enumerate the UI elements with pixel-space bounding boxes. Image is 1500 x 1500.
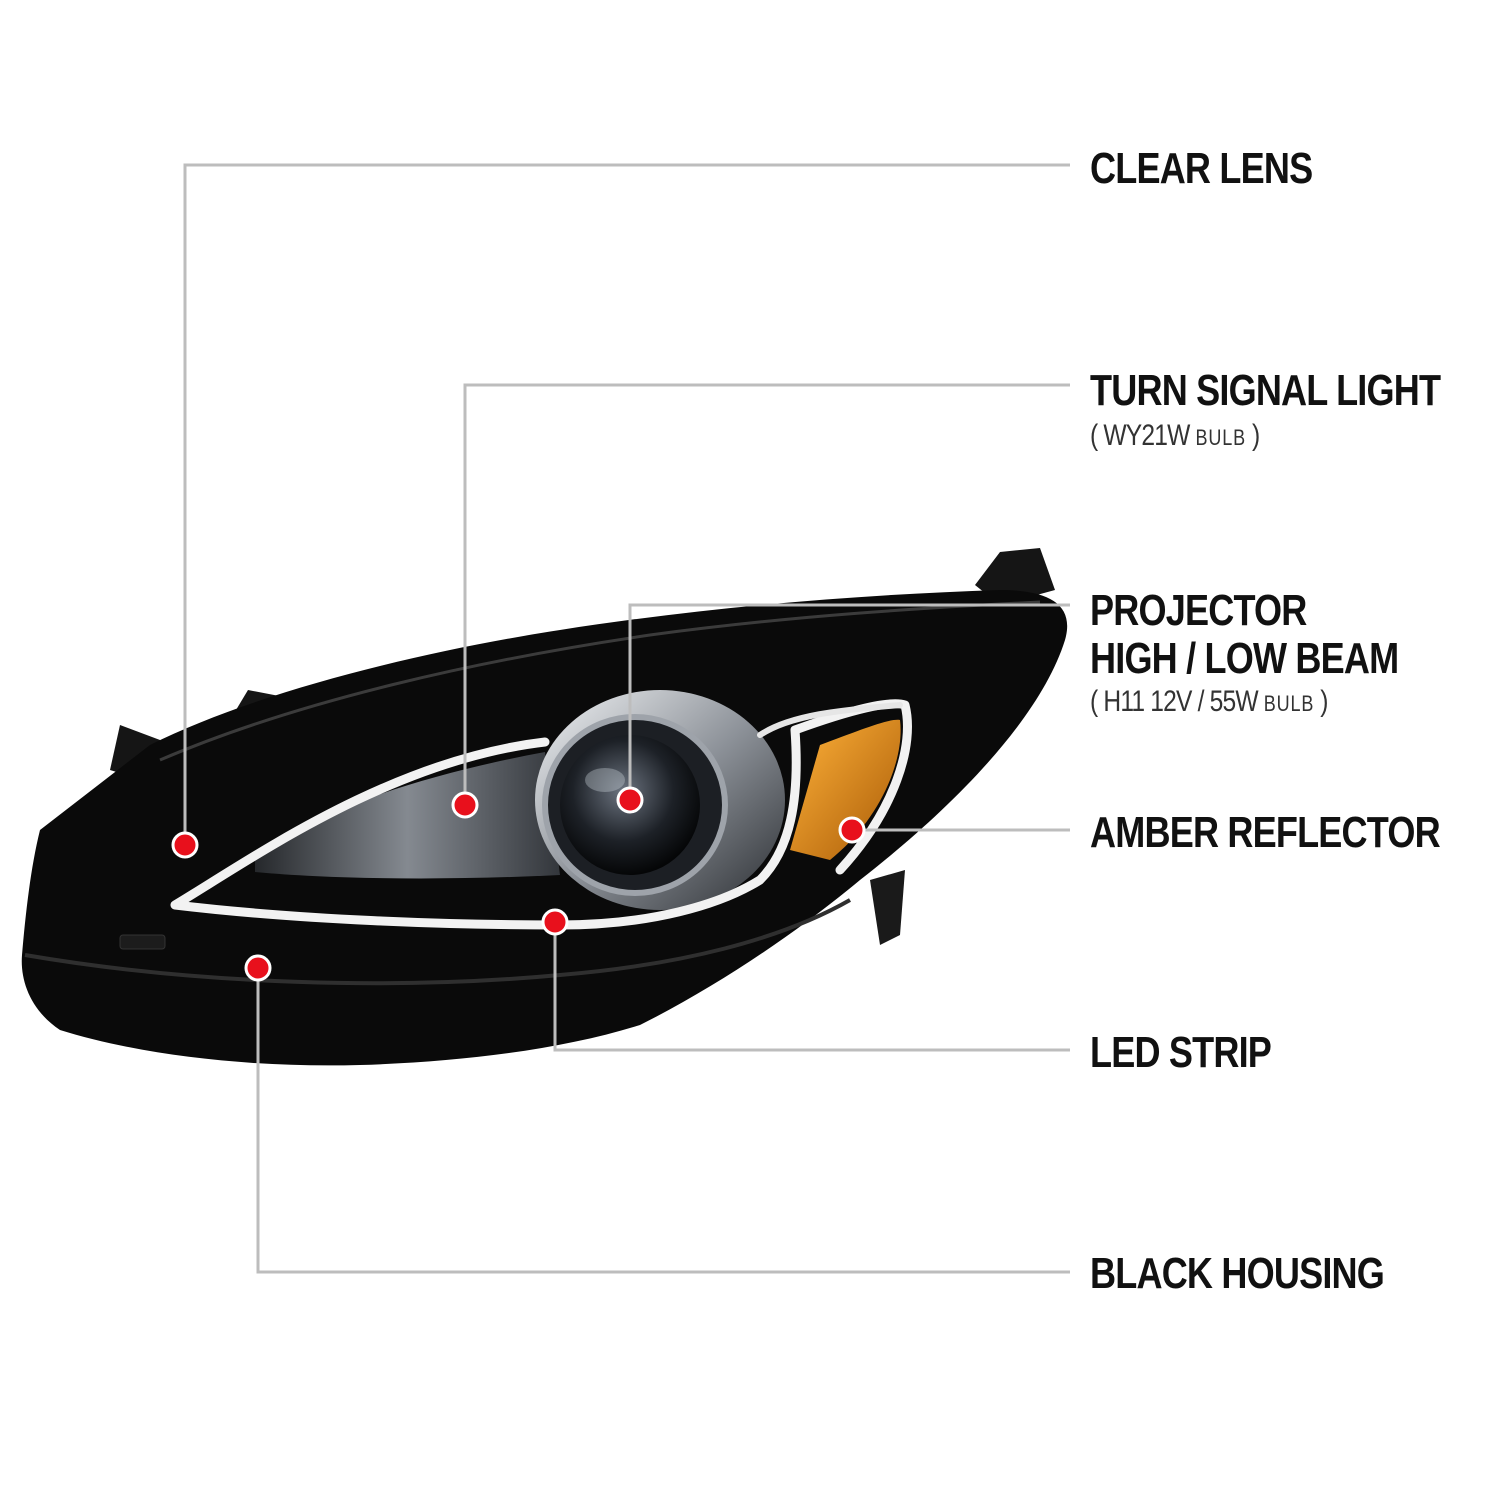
projector-lens-glint	[585, 768, 625, 792]
label-high-low-beam: HIGH / LOW BEAM	[1090, 634, 1399, 683]
leader-line-black-housing	[256, 968, 1070, 1274]
label-turn-signal-bulb: ( WY21W BULB )	[1090, 419, 1260, 454]
label-turn-signal-light: TURN SIGNAL LIGHT	[1090, 366, 1441, 415]
headlight-body	[21, 548, 1068, 1066]
leader-line-clear-lens	[183, 163, 1070, 845]
label-led-strip: LED STRIP	[1090, 1028, 1272, 1077]
marker-projector	[616, 786, 644, 814]
label-black-housing: BLACK HOUSING	[1090, 1249, 1385, 1298]
label-amber-reflector: AMBER REFLECTOR	[1090, 808, 1441, 857]
housing-lower-lip	[24, 898, 851, 986]
markers	[171, 786, 866, 982]
bulb-word: BULB	[1263, 691, 1315, 716]
paren-close: )	[1320, 685, 1328, 718]
paren-close: )	[1251, 419, 1260, 452]
leader-line-projector	[628, 603, 1070, 800]
label-projector-bulb: ( H11 12V / 55W BULB )	[1090, 686, 1328, 720]
turn-signal-reflector	[255, 752, 560, 879]
marker-clear-lens	[171, 831, 199, 859]
dot-marking	[119, 934, 166, 950]
paren-open: (	[1090, 419, 1098, 452]
lens-top-edge	[159, 600, 1041, 762]
bulb-code: H11 12V / 55W	[1103, 685, 1258, 718]
bulb-code: WY21W	[1103, 419, 1190, 452]
marker-amber-reflector	[838, 816, 866, 844]
leader-line-turn-signal	[463, 383, 1070, 805]
label-clear-lens: CLEAR LENS	[1090, 144, 1313, 193]
marker-black-housing	[244, 954, 272, 982]
led-strip-light	[170, 699, 912, 930]
projector-assembly	[535, 690, 785, 910]
label-projector: PROJECTOR	[1090, 586, 1307, 635]
leader-line-led-strip	[553, 922, 1070, 1052]
amber-reflector-part	[790, 719, 901, 860]
mounting-tab	[870, 870, 905, 945]
paren-open: (	[1090, 685, 1098, 718]
marker-turn-signal	[451, 791, 479, 819]
bulb-word: BULB	[1195, 425, 1246, 450]
led-strip-top-arc	[757, 702, 903, 738]
marker-led-strip	[541, 908, 569, 936]
leader-lines	[183, 163, 1070, 1274]
